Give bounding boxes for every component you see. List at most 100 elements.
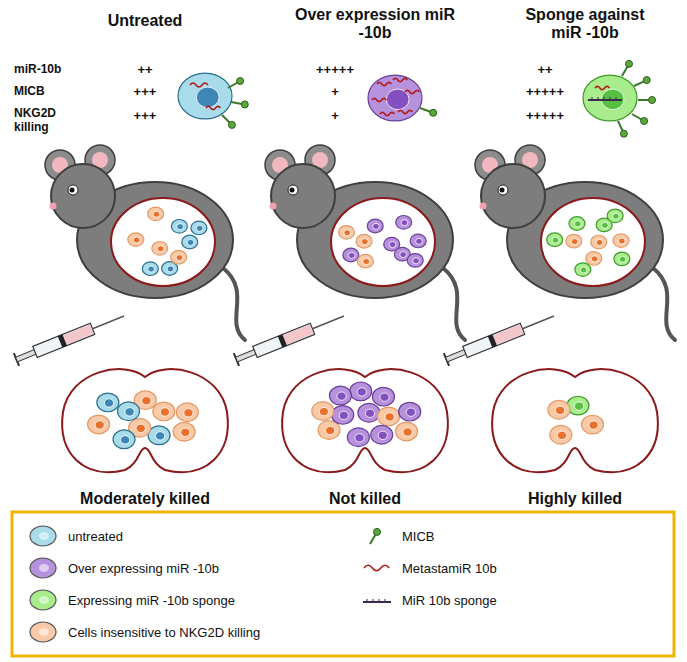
mouse-cavity [111, 198, 215, 286]
cell-body [566, 234, 582, 248]
cell-body [350, 382, 372, 401]
level-marker: +++++ [526, 84, 564, 99]
cell-body [547, 233, 563, 247]
micb-head [626, 60, 633, 67]
cell [396, 216, 412, 230]
cell-nucleus [380, 393, 389, 401]
legend-swatch [26, 524, 60, 548]
cell-body [586, 252, 602, 266]
level-marker: +++++ [526, 108, 564, 123]
cell [182, 235, 198, 249]
cell [171, 219, 187, 233]
column-heading: Over expression miR -10b [290, 6, 460, 42]
cell-nucleus [125, 408, 134, 416]
micb-stem [632, 114, 642, 120]
cell-nucleus [156, 432, 165, 440]
cell-body [171, 219, 187, 233]
micb-stem [638, 99, 649, 101]
legend-item: Cells insensitive to NKG2D killing [26, 620, 260, 644]
lung-outline [282, 369, 448, 472]
cell-nucleus [104, 399, 113, 407]
legend-symbol [360, 588, 394, 612]
cell-body [550, 425, 572, 444]
cell-nucleus [574, 221, 581, 227]
row-label: miR-10b [14, 62, 72, 76]
mirna-strand [372, 98, 386, 101]
legend-text: MiR 10b sponge [402, 593, 497, 608]
sponge-site [598, 97, 599, 100]
cell-body [176, 403, 198, 422]
mouse-eye [288, 185, 298, 195]
cell-body [153, 402, 175, 421]
cell-nucleus [619, 256, 626, 262]
cell-nucleus [618, 238, 625, 244]
cell-body [396, 216, 412, 230]
mouse-eye [498, 185, 508, 195]
cell [88, 415, 110, 434]
sponge-site [379, 599, 380, 602]
cell-body [410, 234, 426, 248]
row-label: MICB [14, 84, 72, 98]
cell [350, 382, 372, 401]
sponge-site [385, 599, 386, 602]
swatch-nucleus [39, 596, 49, 604]
cell-nucleus [389, 242, 396, 248]
legend-text: Over expressing miR -10b [68, 561, 219, 576]
column-heading: Sponge against miR -10b [510, 6, 660, 42]
cell-body [613, 234, 629, 248]
cell-nucleus [319, 407, 328, 415]
micb-stem [222, 115, 230, 123]
syringe-barrel [463, 323, 525, 357]
swatch-nucleus [39, 564, 49, 572]
micb-head [649, 97, 656, 104]
cell-body [372, 387, 394, 406]
syringe-liquid [63, 325, 94, 345]
cell-body [371, 425, 393, 444]
sponge-site [373, 599, 374, 602]
cell-nucleus [413, 258, 420, 264]
cell-nucleus [400, 252, 407, 258]
cell-body [591, 235, 607, 249]
micb-head [641, 118, 648, 125]
lung-outline [492, 369, 658, 472]
cell-nucleus [133, 237, 140, 243]
cell [178, 73, 232, 119]
swatch-cell [30, 622, 56, 642]
sponge-site [610, 97, 611, 100]
legend-item: MICB [360, 524, 435, 548]
mirna-strand [206, 106, 220, 109]
micb-stem [622, 66, 628, 76]
cell-nucleus [355, 434, 364, 442]
cell-nucleus [177, 224, 184, 230]
mouse-nose [480, 203, 487, 210]
cell [332, 406, 354, 425]
level-marker: ++ [537, 62, 552, 77]
cell [396, 422, 418, 441]
cell [128, 233, 144, 247]
legend-swatch [26, 620, 60, 644]
micb-head [374, 528, 381, 535]
cell-body [128, 233, 144, 247]
cell-body [607, 209, 623, 223]
cell-nucleus [121, 436, 130, 444]
syringe-needle [312, 316, 344, 329]
lung [62, 369, 228, 472]
cell-nucleus [557, 431, 566, 439]
cell-nucleus [187, 239, 194, 245]
cell [566, 234, 582, 248]
cell [410, 234, 426, 248]
syringe-barrel [33, 323, 95, 357]
cell [581, 415, 603, 434]
cell-body [182, 235, 198, 249]
cell-nucleus [357, 388, 366, 396]
cell-nucleus [552, 237, 559, 243]
micb-stem [370, 534, 376, 544]
mouse [14, 145, 245, 366]
legend-symbol [360, 524, 394, 548]
cell-body [343, 248, 359, 262]
cell-body [191, 221, 207, 235]
syringe-stopper [58, 334, 67, 347]
column-heading: Moderately killed [60, 490, 230, 508]
mouse-head [51, 164, 115, 228]
